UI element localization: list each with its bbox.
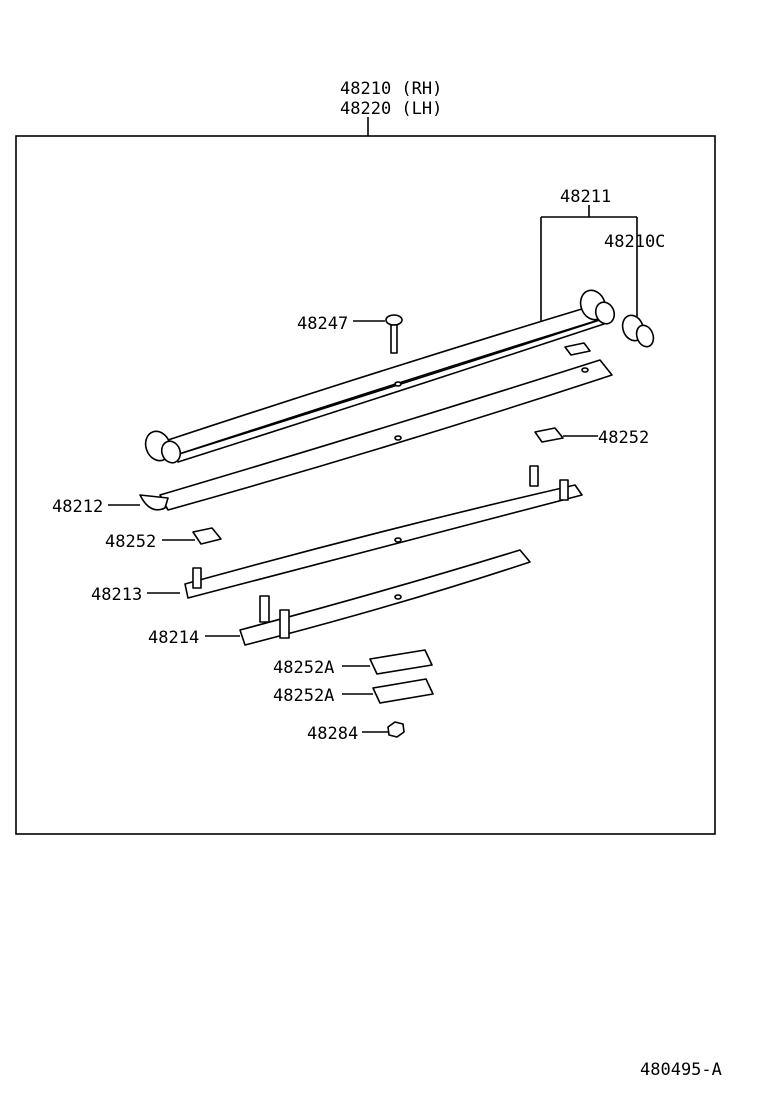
bushing-part[interactable] (619, 312, 656, 349)
pad-part[interactable] (564, 342, 591, 356)
assembly-frame (15, 135, 716, 835)
label-48252-left[interactable]: 48252 (105, 532, 156, 552)
leaf-3-part[interactable] (184, 465, 583, 599)
label-48252a-lower[interactable]: 48252A (273, 686, 334, 706)
label-48211[interactable]: 48211 (560, 187, 611, 207)
nut-part[interactable] (387, 721, 405, 738)
diagram-id: 480495-A (640, 1060, 722, 1080)
label-48213[interactable]: 48213 (91, 585, 142, 605)
leaf-4-part[interactable] (239, 549, 531, 646)
pad-a-upper-part[interactable] (369, 649, 433, 675)
main-leaf-part[interactable] (142, 287, 618, 466)
leaf-2-part[interactable] (139, 359, 613, 511)
assembly-rh-label[interactable]: 48210 (RH) (340, 79, 442, 99)
pad-a-lower-part[interactable] (372, 678, 434, 704)
center-bolt-part[interactable] (385, 314, 403, 354)
pad-right-part[interactable] (534, 427, 564, 443)
label-48284[interactable]: 48284 (307, 724, 358, 744)
pad-left-part[interactable] (192, 527, 222, 545)
label-48252-right[interactable]: 48252 (598, 428, 649, 448)
label-48214[interactable]: 48214 (148, 628, 199, 648)
label-48252a-upper[interactable]: 48252A (273, 658, 334, 678)
leader-48211 (540, 205, 638, 322)
assembly-lh-label[interactable]: 48220 (LH) (340, 99, 442, 119)
label-48212[interactable]: 48212 (52, 497, 103, 517)
label-48210c[interactable]: 48210C (604, 232, 665, 252)
label-48247[interactable]: 48247 (297, 314, 348, 334)
